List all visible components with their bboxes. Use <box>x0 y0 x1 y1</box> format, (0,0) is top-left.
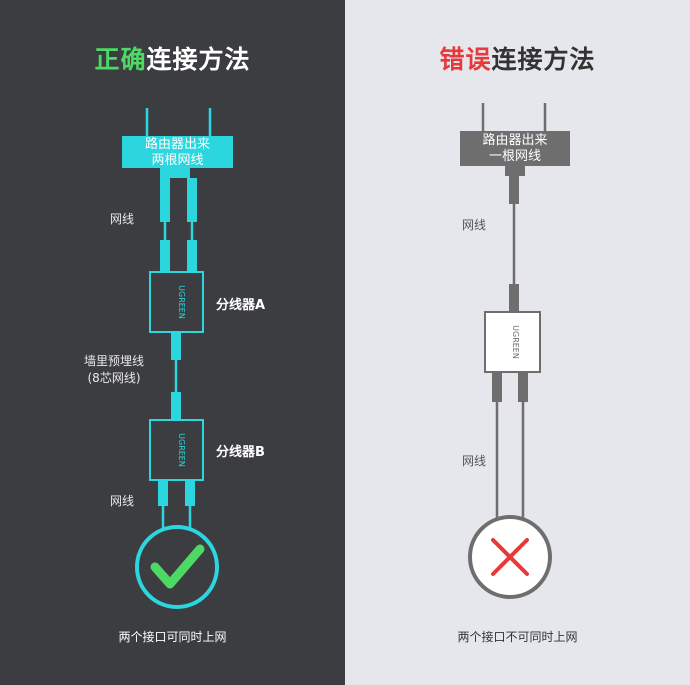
cross-icon <box>491 538 529 576</box>
title-rest: 连接方法 <box>491 45 596 74</box>
wall-cable-label-line2: (8芯网线) <box>87 371 141 385</box>
router-label: 路由器出来 一根网线 <box>460 133 570 165</box>
check-icon <box>150 544 205 589</box>
wrong-wiring-diagram: UGREEN <box>460 103 570 599</box>
wall-cable-label: 墙里预埋线 (8芯网线) <box>84 352 144 386</box>
title-accent-wrong: 错误 <box>439 45 492 74</box>
rj45-plug <box>160 178 170 222</box>
splitter-b-brand: UGREEN <box>177 433 186 467</box>
splitter-b-body <box>149 419 204 481</box>
rj45-plug <box>158 480 168 506</box>
correct-method-title: 正确连接方法 <box>0 40 345 76</box>
rj45-plug <box>518 372 528 402</box>
rj45-plug <box>187 178 197 222</box>
router-label-line2: 一根网线 <box>488 149 541 164</box>
correct-method-panel: 正确连接方法 <box>0 0 345 685</box>
rj45-plug <box>492 372 502 402</box>
wrong-method-panel: 错误连接方法 UGREEN <box>345 0 690 685</box>
rj45-plug <box>509 176 519 204</box>
router-box <box>122 136 233 178</box>
check-circle <box>135 525 219 609</box>
wrong-caption: 两个接口不可同时上网 <box>457 630 578 644</box>
router-label-line2: 两根网线 <box>151 153 204 168</box>
correct-wiring-diagram: UGREEN UGREEN <box>122 108 233 609</box>
splitter-brand: UGREEN <box>511 325 520 359</box>
correct-caption: 两个接口可同时上网 <box>118 630 227 644</box>
rj45-plug <box>187 240 197 272</box>
splitter-body <box>484 311 541 373</box>
cable-label-top: 网线 <box>110 212 135 226</box>
rj45-plug <box>160 240 170 272</box>
router-label-line1: 路由器出来 <box>482 133 548 148</box>
cable-label-bottom: 网线 <box>110 494 135 508</box>
cable-label-bottom: 网线 <box>462 454 487 468</box>
router-label: 路由器出来 两根网线 <box>122 137 233 169</box>
title-accent-correct: 正确 <box>94 45 147 74</box>
wrong-method-title: 错误连接方法 <box>345 40 690 76</box>
splitter-a-label: 分线器A <box>216 298 266 313</box>
cable-label-top: 网线 <box>462 218 487 232</box>
splitter-b-label: 分线器B <box>216 445 265 460</box>
rj45-plug <box>509 284 519 312</box>
title-rest: 连接方法 <box>146 45 251 74</box>
rj45-plug <box>171 392 181 420</box>
rj45-plug <box>185 480 195 506</box>
router-label-line1: 路由器出来 <box>144 137 210 152</box>
wall-cable-label-line1: 墙里预埋线 <box>84 354 145 368</box>
splitter-a-body <box>149 271 204 333</box>
router-box <box>460 131 570 176</box>
rj45-plug <box>171 332 181 360</box>
splitter-a-brand: UGREEN <box>177 285 186 319</box>
